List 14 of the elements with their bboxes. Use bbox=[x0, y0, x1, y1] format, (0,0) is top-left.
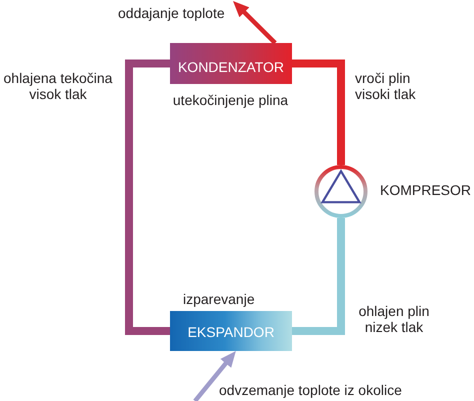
component-label: KONDENZATOR bbox=[178, 58, 284, 74]
pipe-line bbox=[292, 218, 345, 335]
arrow bbox=[193, 351, 236, 401]
arrow bbox=[233, 1, 277, 45]
component-box bbox=[170, 311, 292, 351]
node-caption: izparevanje bbox=[183, 291, 255, 307]
component-label: KOMPRESOR bbox=[380, 182, 472, 198]
component-box bbox=[170, 43, 292, 84]
node-caption: utekočinjenje plina bbox=[172, 92, 290, 108]
edge-label: oddajanje toplote bbox=[118, 5, 225, 21]
pipe-line bbox=[125, 60, 170, 335]
edge-label: odvzemanje toplote iz okolice bbox=[219, 382, 402, 398]
pipe-line bbox=[292, 60, 345, 165]
component-label: EKSPANDOR bbox=[188, 324, 274, 340]
